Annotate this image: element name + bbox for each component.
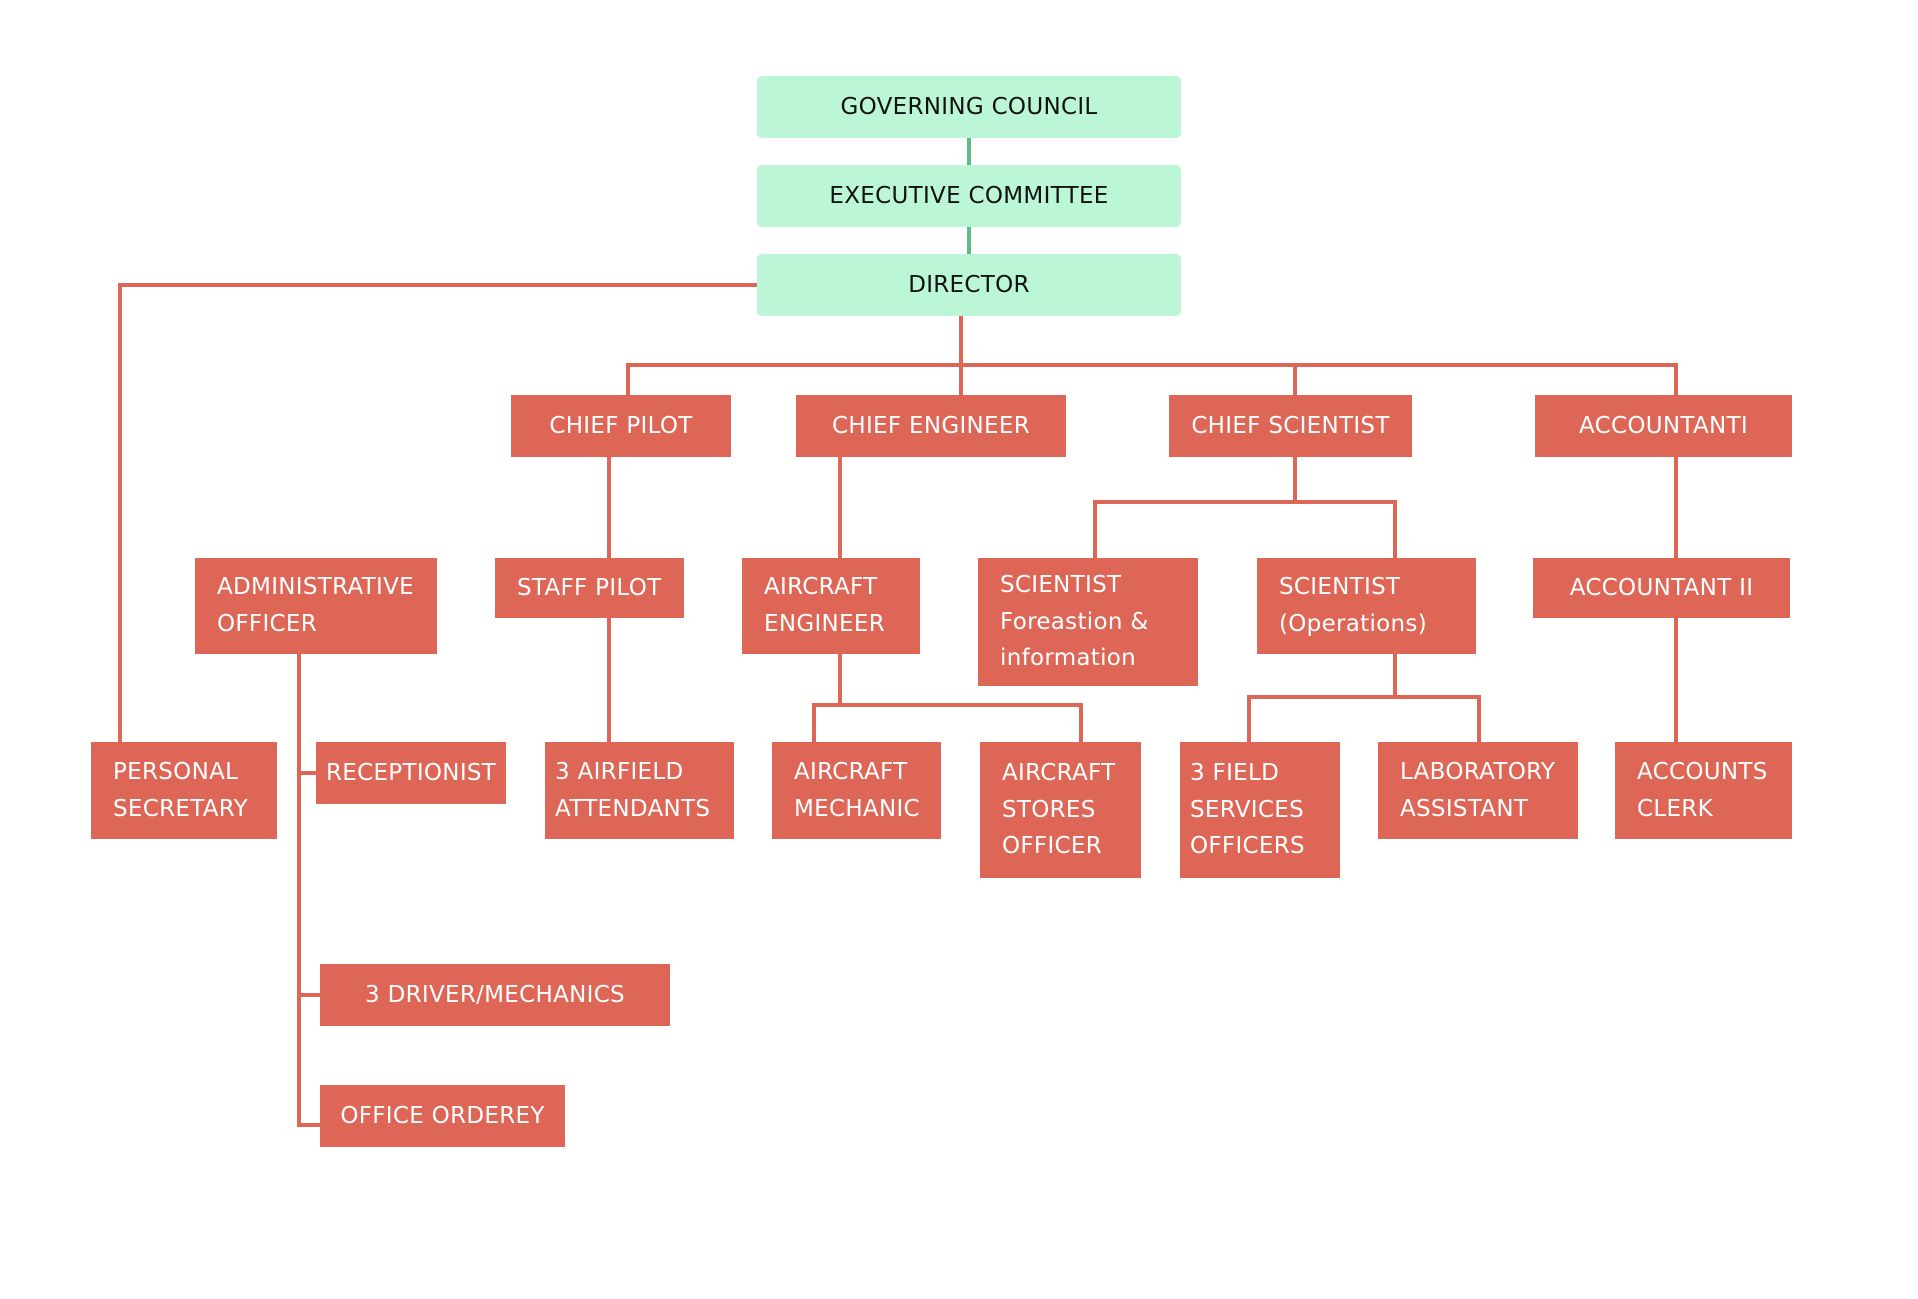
org-node-label: RECEPTIONIST [326, 759, 497, 786]
org-node-label: AIRCRAFT STORES OFFICER [1002, 759, 1116, 860]
org-node-label: GOVERNING COUNCIL [840, 93, 1098, 120]
org-node-administrative-officer: ADMINISTRATIVE OFFICER [195, 558, 437, 654]
org-node-chief-pilot: CHIEF PILOT [511, 395, 731, 457]
connector-scientist-operations-to-laboratory-assistant [1393, 654, 1481, 742]
org-node-label: 3 AIRFIELD ATTENDANTS [555, 758, 711, 822]
org-node-label: ADMINISTRATIVE OFFICER [217, 574, 415, 637]
org-node-label: EXECUTIVE COMMITTEE [829, 182, 1109, 209]
connector-aircraft-engineer-to-aircraft-mechanic [812, 654, 842, 742]
org-node-label: SCIENTIST (Operations) [1279, 574, 1427, 637]
org-node-chief-scientist: CHIEF SCIENTIST [1169, 395, 1412, 457]
connector-director-to-accountant-1 [959, 316, 1678, 395]
org-node-staff-pilot: STAFF PILOT [495, 558, 684, 618]
org-node-airfield-attendants: 3 AIRFIELD ATTENDANTS [545, 742, 734, 839]
org-node-label: LABORATORY ASSISTANT [1400, 758, 1556, 822]
org-node-aircraft-stores-officer: AIRCRAFT STORES OFFICER [980, 742, 1141, 878]
org-node-label: SCIENTIST Foreastion & information [1000, 571, 1149, 672]
org-node-label: STAFF PILOT [517, 574, 662, 601]
org-node-field-services-officers: 3 FIELD SERVICES OFFICERS [1180, 742, 1340, 878]
org-node-label: CHIEF PILOT [549, 412, 693, 439]
org-node-office-orderey: OFFICE ORDEREY [320, 1085, 565, 1147]
org-node-label: PERSONAL SECRETARY [113, 758, 248, 822]
connector-chief-scientist-to-scientist-operations [1293, 457, 1397, 558]
org-node-label: AIRCRAFT ENGINEER [764, 574, 885, 637]
org-node-label: OFFICE ORDEREY [340, 1102, 545, 1129]
org-node-scientist-operations: SCIENTIST (Operations) [1257, 558, 1476, 654]
org-node-driver-mechanics: 3 DRIVER/MECHANICS [320, 964, 670, 1026]
org-node-label: ACCOUNTANTI [1579, 412, 1748, 439]
org-node-aircraft-engineer: AIRCRAFT ENGINEER [742, 558, 920, 654]
connector-chief-scientist-to-scientist-forecasting [1093, 457, 1297, 558]
connector-administrative-officer-to-receptionist [297, 654, 316, 775]
org-node-label: ACCOUNTS CLERK [1637, 758, 1768, 822]
connector-administrative-officer-to-office-orderey [297, 654, 320, 1127]
connector-director-to-personal-secretary [118, 283, 757, 742]
org-node-label: AIRCRAFT MECHANIC [794, 758, 920, 822]
connector-director-to-chief-pilot [626, 316, 963, 395]
org-node-label: CHIEF ENGINEER [831, 412, 1030, 439]
org-node-scientist-forecasting: SCIENTIST Foreastion & information [978, 558, 1198, 686]
org-node-laboratory-assistant: LABORATORY ASSISTANT [1378, 742, 1578, 839]
org-node-executive-committee: EXECUTIVE COMMITTEE [757, 165, 1181, 227]
org-node-chief-engineer: CHIEF ENGINEER [796, 395, 1066, 457]
org-node-label: DIRECTOR [908, 271, 1030, 298]
org-node-label: 3 FIELD SERVICES OFFICERS [1190, 759, 1305, 860]
org-node-aircraft-mechanic: AIRCRAFT MECHANIC [772, 742, 941, 839]
org-node-director: DIRECTOR [757, 254, 1181, 316]
connector-director-to-chief-scientist [959, 316, 1297, 395]
org-node-accounts-clerk: ACCOUNTS CLERK [1615, 742, 1792, 839]
org-node-personal-secretary: PERSONAL SECRETARY [91, 742, 277, 839]
connector-scientist-operations-to-field-services-officers [1247, 654, 1397, 742]
connector-aircraft-engineer-to-aircraft-stores-officer [838, 654, 1083, 742]
org-node-label: CHIEF SCIENTIST [1191, 412, 1390, 439]
org-node-label: 3 DRIVER/MECHANICS [365, 981, 625, 1008]
org-node-accountant-1: ACCOUNTANTI [1535, 395, 1792, 457]
connector-administrative-officer-to-driver-mechanics [297, 654, 320, 997]
org-node-receptionist: RECEPTIONIST [316, 742, 506, 804]
org-node-governing-council: GOVERNING COUNCIL [757, 76, 1181, 138]
org-node-accountant-2: ACCOUNTANT II [1533, 558, 1790, 618]
org-node-label: ACCOUNTANT II [1569, 574, 1754, 601]
